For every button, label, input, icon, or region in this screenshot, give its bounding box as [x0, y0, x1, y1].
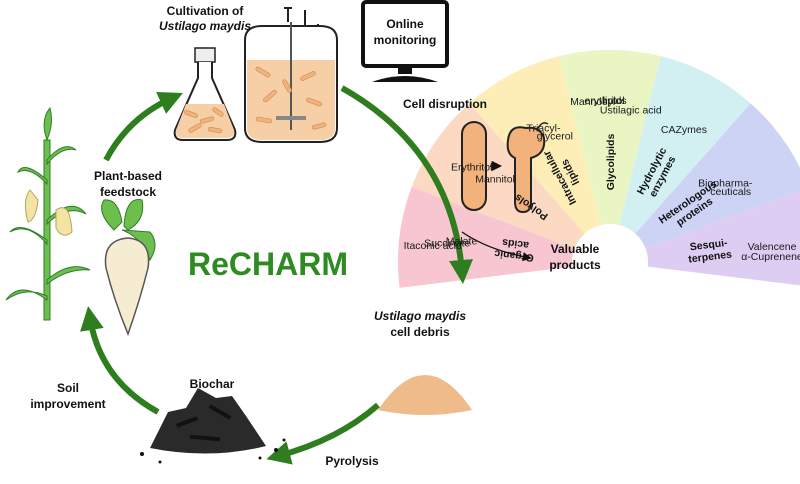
product-item: erythritol — [584, 95, 624, 107]
sugar-beet-icon — [101, 199, 156, 337]
arrow-biochar-to-soil — [80, 306, 160, 415]
category-sesquiterpenes: Sesqui-terpenes — [688, 237, 733, 266]
pyrolysis-label: Pyrolysis — [325, 454, 379, 468]
product-item: Itaconic acid — [404, 240, 463, 252]
feedstock-label-line2: feedstock — [100, 185, 156, 199]
category-glycolipids: Glycolipids — [605, 134, 617, 191]
sector-sesquiterpenes — [645, 190, 800, 286]
category-label: terpenes — [688, 248, 733, 265]
product-item: Malate — [446, 235, 478, 247]
bioreactor-icon — [244, 7, 338, 143]
shake-flask-icon — [173, 47, 237, 141]
debris-label-line2: cell debris — [390, 325, 450, 339]
arrow-debris-to-pyrolysis — [266, 402, 380, 465]
category-label: acids — [501, 236, 529, 251]
sector-organic-acids — [397, 187, 575, 288]
products-center-line2: products — [549, 258, 601, 272]
product-item: Valencene — [748, 241, 797, 253]
product-item: Mannitol — [475, 174, 515, 186]
cell-icon — [461, 121, 487, 211]
biochar-label: Biochar — [190, 377, 235, 391]
arrow-cultivation-to-disruption — [340, 85, 473, 284]
cultivation-label-line1: Cultivation of — [167, 4, 245, 18]
product-item: α-Cuprenene — [741, 251, 800, 263]
product-item: Biopharma- — [698, 178, 753, 190]
feedstock-label-line1: Plant-based — [94, 169, 162, 183]
product-item: CAZymes — [661, 124, 707, 136]
category-label: Sesqui- — [689, 237, 729, 254]
soil-label-line2: improvement — [30, 397, 105, 411]
sector-heterologous-proteins — [635, 103, 800, 249]
corn-plant-icon — [5, 106, 91, 321]
cell-debris-pile-icon — [378, 375, 472, 415]
sector-polyols — [411, 103, 585, 249]
product-item: Mannosyl- — [570, 96, 619, 108]
online-monitoring-line1: Online — [386, 17, 424, 31]
category-label: Organic — [494, 247, 535, 264]
product-item: Ustilagic acid — [600, 104, 662, 116]
arrow-feedstock-to-cultivation — [103, 92, 183, 162]
product-item: lipids — [603, 95, 627, 107]
cell-disruption-label: Cell disruption — [403, 97, 487, 111]
monitor-icon — [361, 0, 449, 82]
debris-label-line1: Ustilago maydis — [374, 309, 466, 323]
product-item: Succinate — [424, 237, 470, 249]
recharm-title: ReCHARM — [188, 246, 348, 282]
products-center-line1: Valuable — [551, 242, 600, 256]
soil-label-line1: Soil — [57, 381, 79, 395]
arrow-to-products — [461, 231, 532, 262]
biochar-pile-icon — [140, 388, 286, 464]
sector-hydrolytic-enzymes — [619, 56, 751, 234]
wheel-center — [572, 224, 648, 300]
cultivation-label-line2: Ustilago maydis — [159, 19, 251, 33]
product-item: Triacyl- — [526, 123, 561, 135]
product-item: Erythritol — [451, 162, 492, 174]
product-item: ceuticals — [710, 186, 751, 198]
online-monitoring-line2: monitoring — [374, 33, 437, 47]
disrupted-cell-icon — [506, 122, 549, 214]
sector-glycolipids — [559, 49, 661, 226]
product-item: glycerol — [537, 131, 573, 143]
category-label: Glycolipids — [605, 134, 617, 191]
